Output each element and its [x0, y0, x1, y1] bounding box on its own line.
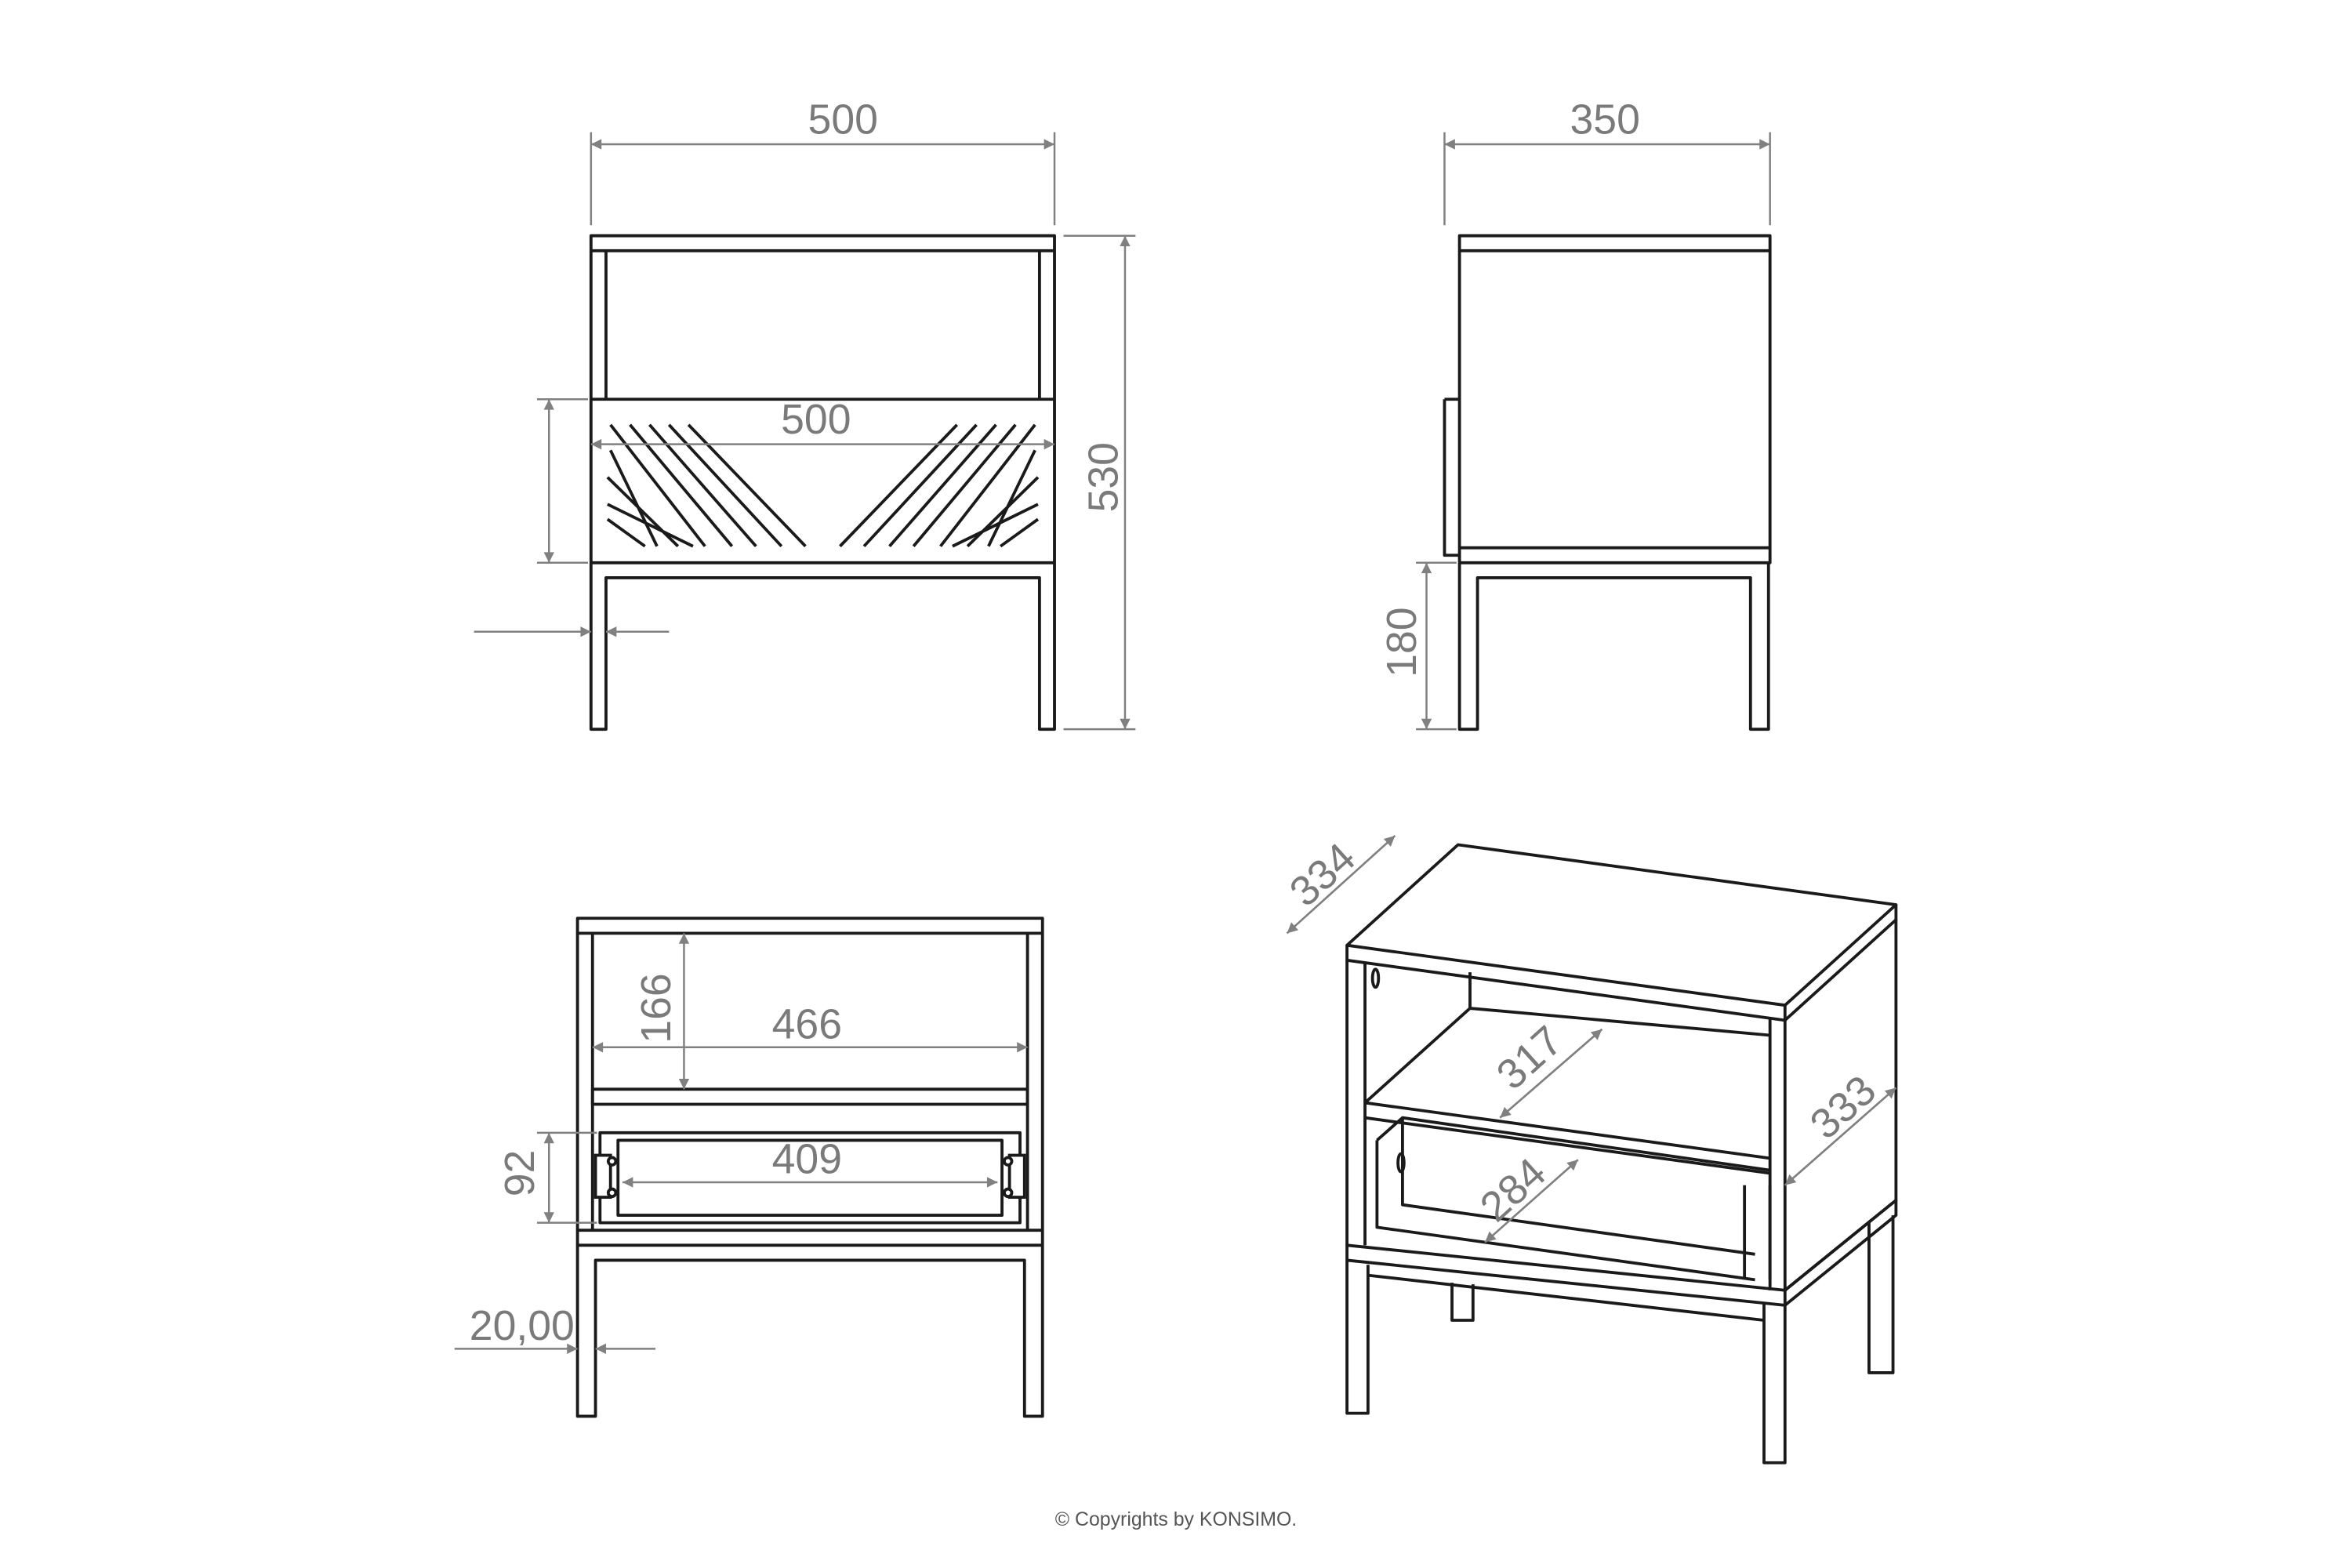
leg-height-dimension: 180	[1379, 608, 1425, 677]
shelf-depth-dimension: 317	[1488, 1018, 1571, 1099]
depth-dimension: 350	[1570, 97, 1640, 143]
top-depth-dimension: 334	[1281, 834, 1364, 916]
height-dimension: 530	[1080, 442, 1127, 512]
drawer-height-dimension: 92	[497, 1150, 543, 1197]
leg-width-dimension: 20,00	[470, 1303, 575, 1349]
isometric-view: 334 317 333 284	[1281, 834, 1898, 1465]
inner-width-dimension: 466	[772, 1001, 842, 1047]
drawer-slot-pattern	[606, 423, 1040, 548]
front-view: 500 500 530	[474, 97, 1136, 731]
drawer-depth-dimension: 284	[1472, 1149, 1555, 1231]
side-view: 350 180	[1379, 97, 1772, 731]
shelf-height-dimension: 166	[633, 973, 680, 1043]
width-dimension: 500	[808, 97, 878, 143]
side-depth-dimension: 333	[1802, 1067, 1885, 1149]
open-front-view: 166 466 92 409 20,00	[454, 916, 1044, 1418]
copyright-text: © Copyrights by KONSIMO.	[1055, 1508, 1297, 1530]
drawer-width-dimension: 500	[781, 397, 851, 443]
drawer-inner-width-dimension: 409	[772, 1136, 842, 1182]
